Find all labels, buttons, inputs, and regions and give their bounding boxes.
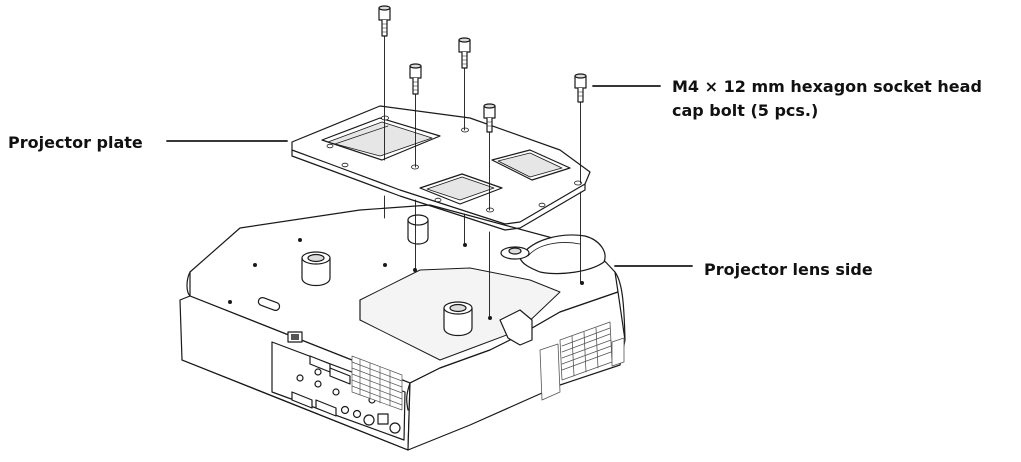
body-screw-holes	[228, 238, 584, 320]
projector-plate-label: Projector plate	[8, 133, 143, 152]
foot-right	[443, 301, 473, 337]
bolt-label-line-2: cap bolt (5 pcs.)	[672, 101, 819, 120]
side-vents	[539, 321, 625, 401]
bolt-label: M4 × 12 mm hexagon socket head cap bolt …	[672, 75, 982, 123]
bolt-4	[574, 73, 587, 103]
projector-plate	[291, 105, 591, 231]
projector-lens-side-label: Projector lens side	[704, 260, 873, 279]
bolt-1	[378, 5, 391, 37]
bolt-5	[483, 103, 496, 133]
bolts	[378, 5, 587, 133]
bolt-label-line-1: M4 × 12 mm hexagon socket head	[672, 77, 982, 96]
bolt-2	[458, 37, 471, 69]
alignment-lines	[384, 35, 581, 319]
leader-lines	[166, 85, 693, 267]
bolt-3	[409, 63, 422, 95]
speaker-grille	[351, 355, 403, 411]
foot-center	[407, 214, 429, 245]
connector-panel	[271, 331, 406, 441]
projector-feet	[301, 214, 473, 337]
foot-left	[301, 251, 331, 287]
